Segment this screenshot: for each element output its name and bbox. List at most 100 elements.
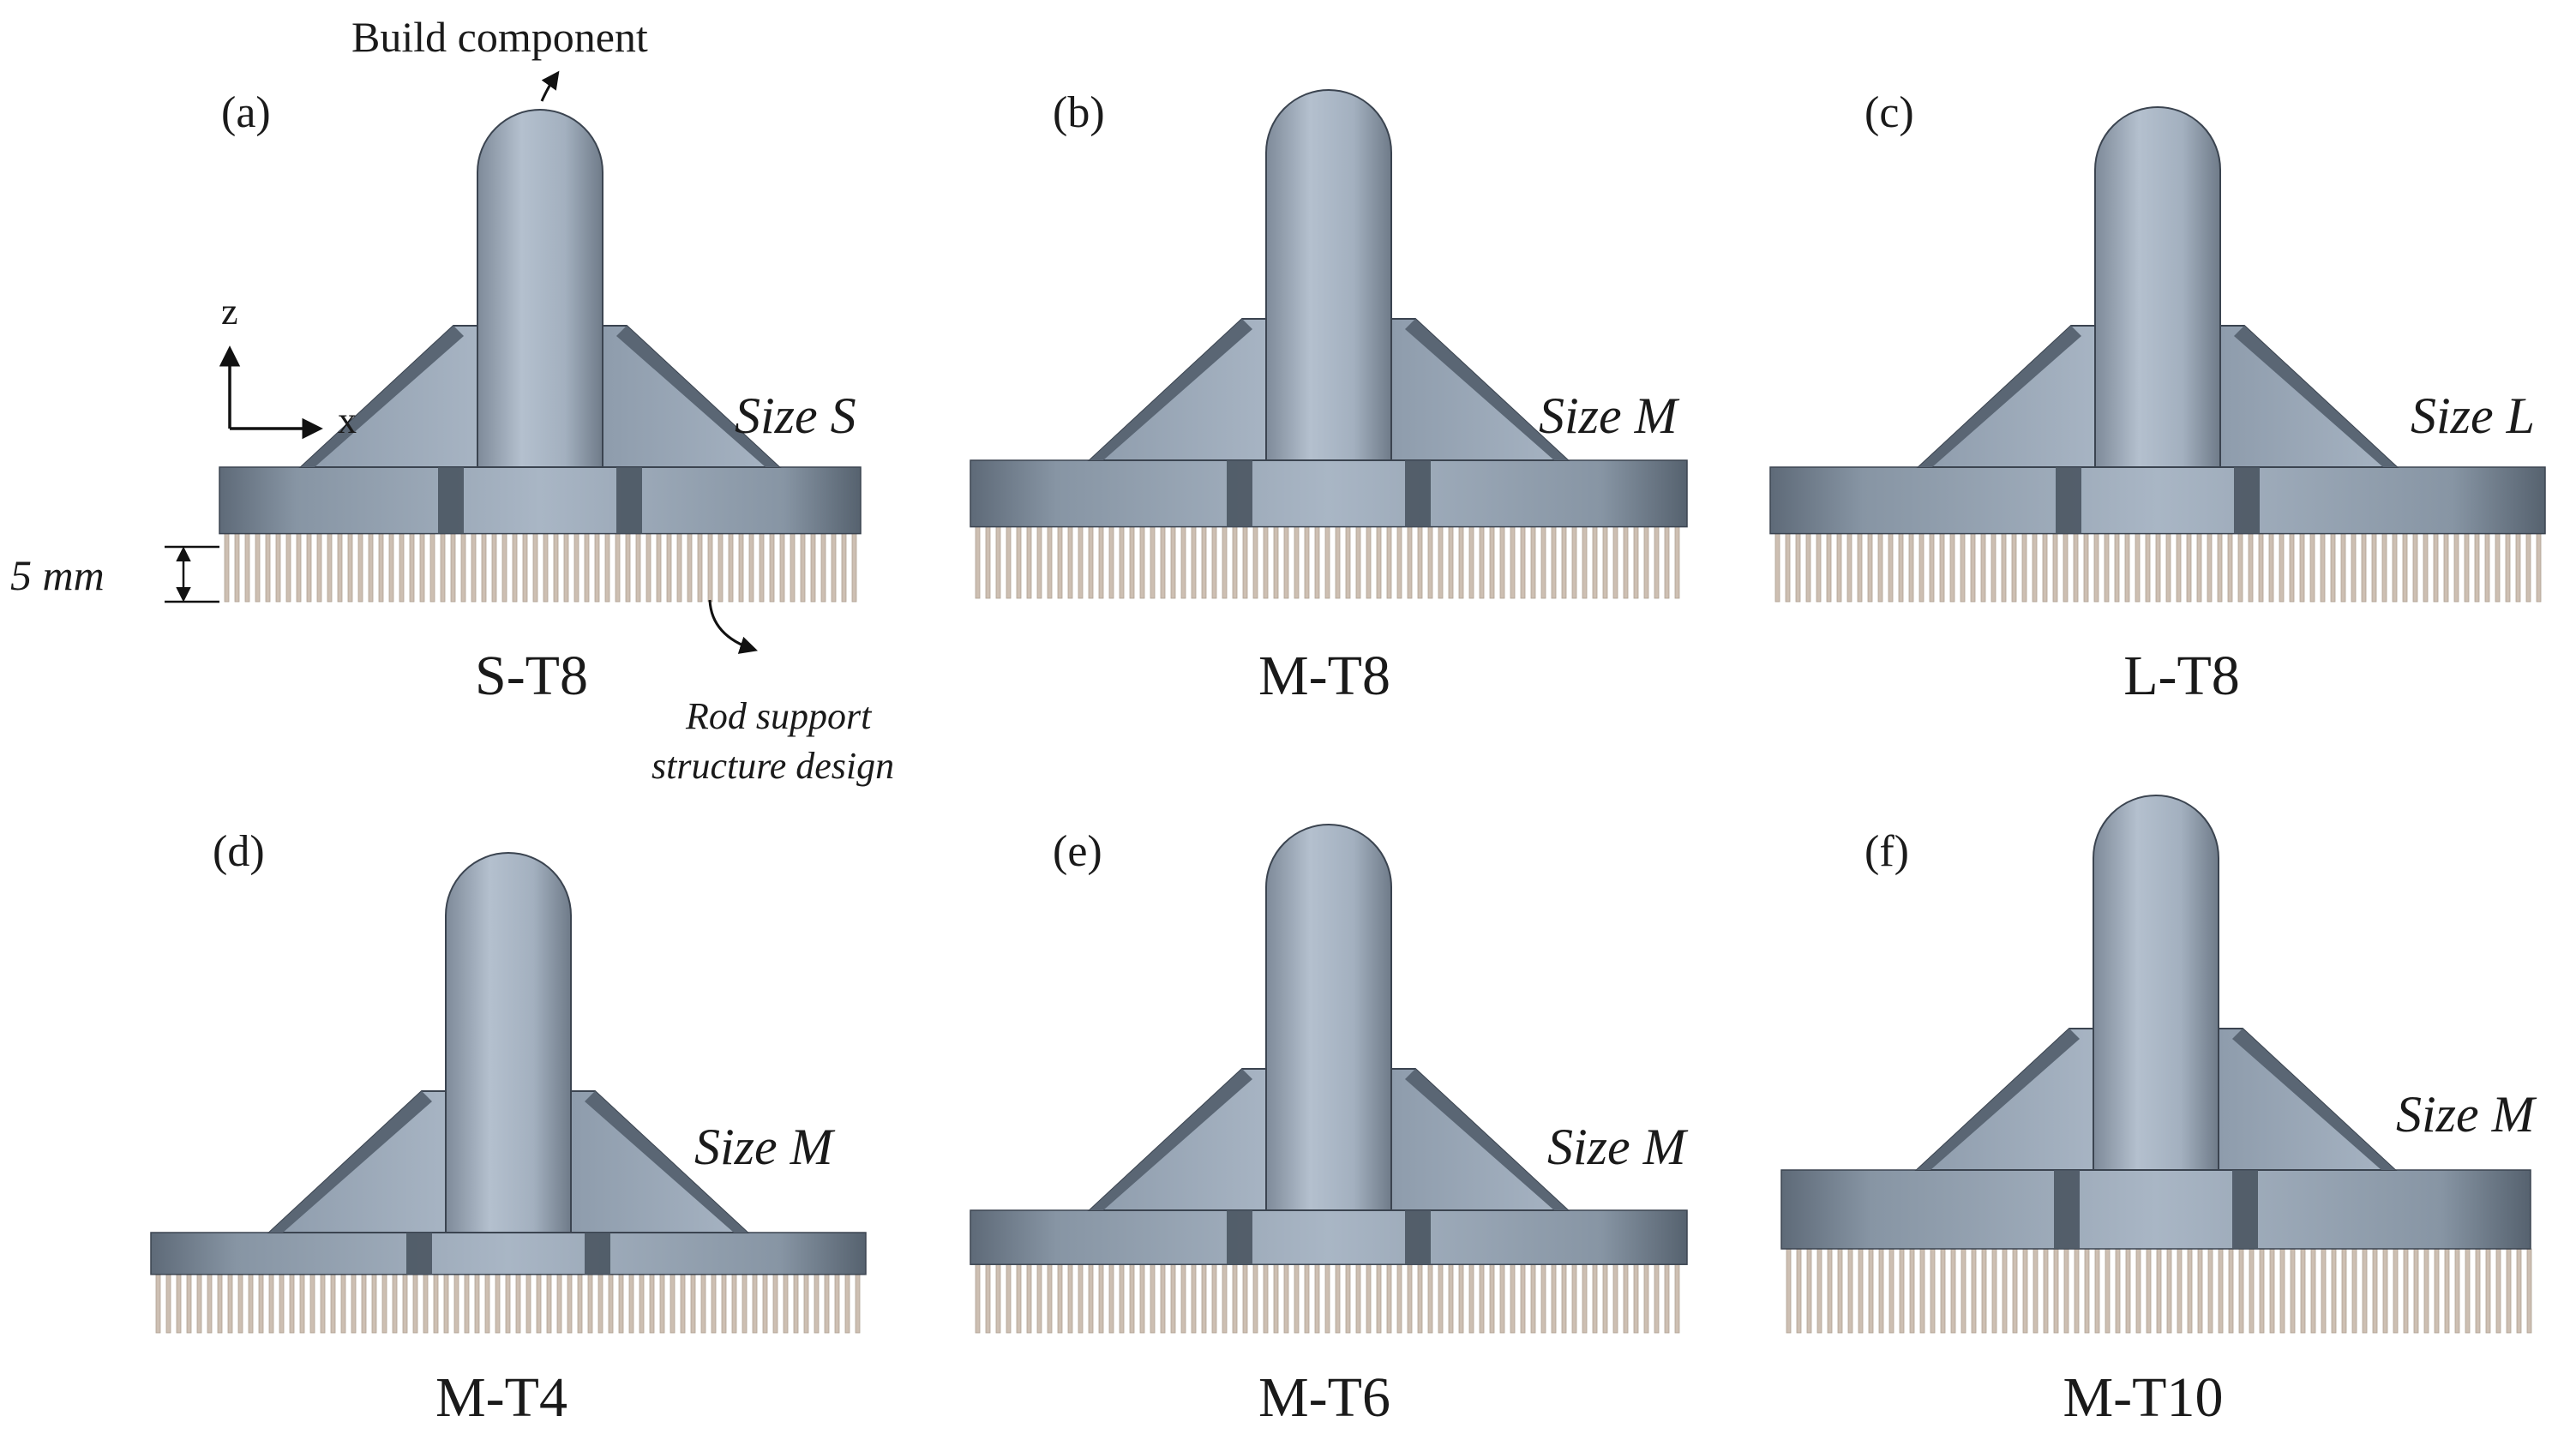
support-rod [1263, 526, 1269, 599]
base-plate [1780, 1169, 2531, 1250]
support-rod [1785, 533, 1791, 603]
support-rod [1427, 526, 1433, 599]
support-rod [244, 533, 250, 603]
gusset-left-edge [301, 326, 464, 467]
size-label-f: Size M [2396, 1086, 2537, 1143]
build-component-arrow [540, 70, 560, 102]
support-rod [690, 1274, 696, 1334]
support-rod [1499, 526, 1505, 599]
support-rod [1551, 1263, 1557, 1334]
support-rod [762, 1274, 768, 1334]
support-rod [2453, 533, 2459, 603]
support-rod [2094, 1248, 2100, 1334]
support-rod [1139, 526, 1145, 599]
support-rod [340, 1274, 346, 1334]
support-rod [351, 1274, 357, 1334]
support-rod [1150, 1263, 1156, 1334]
support-rod [1026, 1263, 1032, 1334]
support-rod [1499, 1263, 1505, 1334]
support-rod [402, 1274, 408, 1334]
support-rod [2465, 1248, 2471, 1334]
support-rod [1078, 1263, 1084, 1334]
support-rod [522, 533, 528, 603]
build-component-column [445, 852, 572, 1233]
support-rod [738, 533, 744, 603]
support-rod [824, 1274, 830, 1334]
support-rod [2371, 533, 2377, 603]
support-rod [1847, 1248, 1853, 1334]
support-rod [844, 1274, 850, 1334]
support-rod [2423, 533, 2429, 603]
support-rod [985, 1263, 991, 1334]
support-rod [1386, 1263, 1392, 1334]
support-rod [1888, 533, 1894, 603]
support-rod [2413, 1248, 2419, 1334]
support-rod [309, 1274, 315, 1334]
support-rod [2052, 533, 2058, 603]
support-rod [285, 533, 291, 603]
support-rod [1940, 1248, 1946, 1334]
support-rod [1438, 526, 1444, 599]
support-rod [851, 533, 857, 603]
support-rod [306, 533, 312, 603]
caption-d: M-T4 [435, 1366, 567, 1429]
support-rod [265, 533, 271, 603]
build-component-label: Build component [351, 13, 648, 61]
support-rod [2043, 1248, 2049, 1334]
support-rod [1211, 1263, 1217, 1334]
support-rod [2011, 533, 2017, 603]
support-rod [783, 1274, 789, 1334]
support-rod [1108, 1263, 1114, 1334]
support-rod [1201, 1263, 1207, 1334]
support-rod [515, 1274, 521, 1334]
support-rod [1592, 526, 1598, 599]
support-rod [525, 1274, 531, 1334]
support-rod [453, 1274, 459, 1334]
support-rod [779, 533, 785, 603]
support-rod [1294, 526, 1300, 599]
support-rod [2464, 533, 2470, 603]
support-rod [597, 1274, 603, 1334]
support-rod [2320, 533, 2326, 603]
support-rod [1252, 1263, 1258, 1334]
support-rod [2340, 533, 2346, 603]
support-rod [697, 533, 703, 603]
support-rod [2063, 533, 2069, 603]
support-rod [392, 1274, 398, 1334]
support-rod [1201, 526, 1207, 599]
support-rod [2506, 1248, 2512, 1334]
support-rod [409, 533, 415, 603]
support-rod [474, 1274, 480, 1334]
panel-tag-b: (b) [1053, 88, 1105, 137]
support-rod [1283, 1263, 1289, 1334]
support-rod [1836, 533, 1842, 603]
support-rod [1530, 526, 1536, 599]
dimension-5mm: 5 mm [10, 545, 219, 603]
support-rod [1643, 1263, 1649, 1334]
x-axis-label: x [338, 399, 357, 441]
support-rod [1510, 526, 1516, 599]
support-rod [1908, 533, 1914, 603]
rod-support-annotation: Rod support structure design [652, 599, 894, 787]
rod-support-label-line1: Rod support [685, 695, 873, 737]
support-rod [803, 1274, 809, 1334]
support-rod [1919, 1248, 1925, 1334]
support-rod [1898, 533, 1904, 603]
support-rod [2084, 1248, 2090, 1334]
support-rod [1592, 1263, 1598, 1334]
panel-e: (e)Size MM-T6 [970, 824, 1689, 1429]
support-rod [1878, 1248, 1884, 1334]
panel-tag-c: (c) [1864, 88, 1914, 137]
support-rod [1551, 526, 1557, 599]
support-rod [820, 533, 826, 603]
support-rod [2207, 533, 2213, 603]
support-rod [2485, 1248, 2491, 1334]
support-rod [1108, 526, 1114, 599]
support-rod [330, 1274, 336, 1334]
support-rod [1263, 1263, 1269, 1334]
support-rod [1047, 526, 1053, 599]
support-rod [1006, 526, 1012, 599]
support-rod [1438, 1263, 1444, 1334]
base-plate [970, 459, 1688, 528]
support-rod [666, 533, 672, 603]
